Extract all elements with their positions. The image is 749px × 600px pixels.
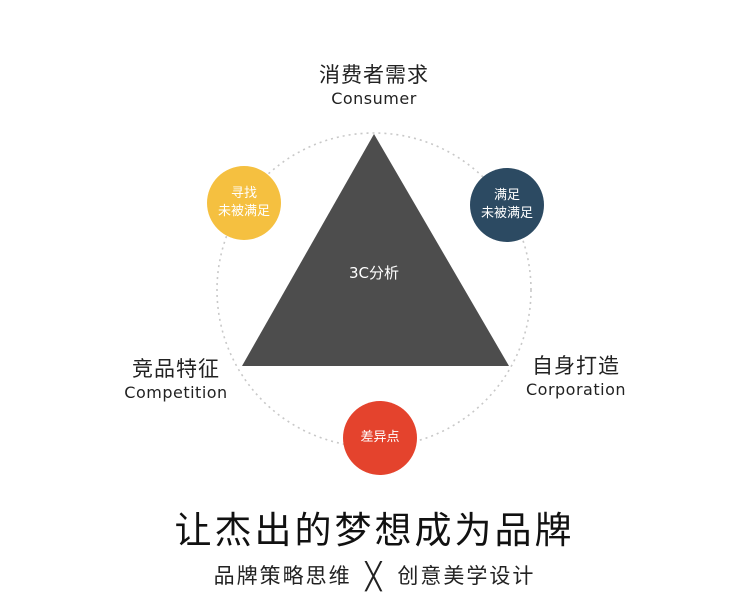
subline-left: 品牌策略思维 <box>213 564 352 588</box>
satisfy-needs-line2: 未被满足 <box>480 206 533 221</box>
corporation-en: Corporation <box>525 380 626 400</box>
competition-en: Competition <box>124 383 228 403</box>
satisfy-needs-bubble: 满足 未被满足 <box>470 168 544 242</box>
competition-cn: 竞品特征 <box>132 357 220 381</box>
corporation-cn: 自身打造 <box>532 354 620 378</box>
consumer-en: Consumer <box>331 89 417 109</box>
subline-right: 创意美学设计 <box>397 564 536 588</box>
unmet-needs-line1: 寻找 <box>230 186 257 202</box>
triangle <box>242 134 509 366</box>
unmet-needs-bubble: 寻找 未被满足 <box>207 166 281 240</box>
headline: 让杰出的梦想成为品牌 <box>174 509 575 552</box>
unmet-needs-line2: 未被满足 <box>217 204 270 219</box>
satisfy-needs-line1: 满足 <box>493 188 520 204</box>
differentiation-text: 差异点 <box>360 430 400 446</box>
consumer-label: 消费者需求 Consumer <box>274 63 474 109</box>
consumer-cn: 消费者需求 <box>319 63 429 87</box>
corporation-label: 自身打造 Corporation <box>508 354 644 400</box>
cross-icon: ╳ <box>365 562 384 592</box>
subline: 品牌策略思维 ╳ 创意美学设计 <box>0 560 749 592</box>
competition-label: 竞品特征 Competition <box>104 357 248 403</box>
differentiation-bubble: 差异点 <box>343 401 417 475</box>
triangle-center-label: 3C分析 <box>348 264 400 282</box>
